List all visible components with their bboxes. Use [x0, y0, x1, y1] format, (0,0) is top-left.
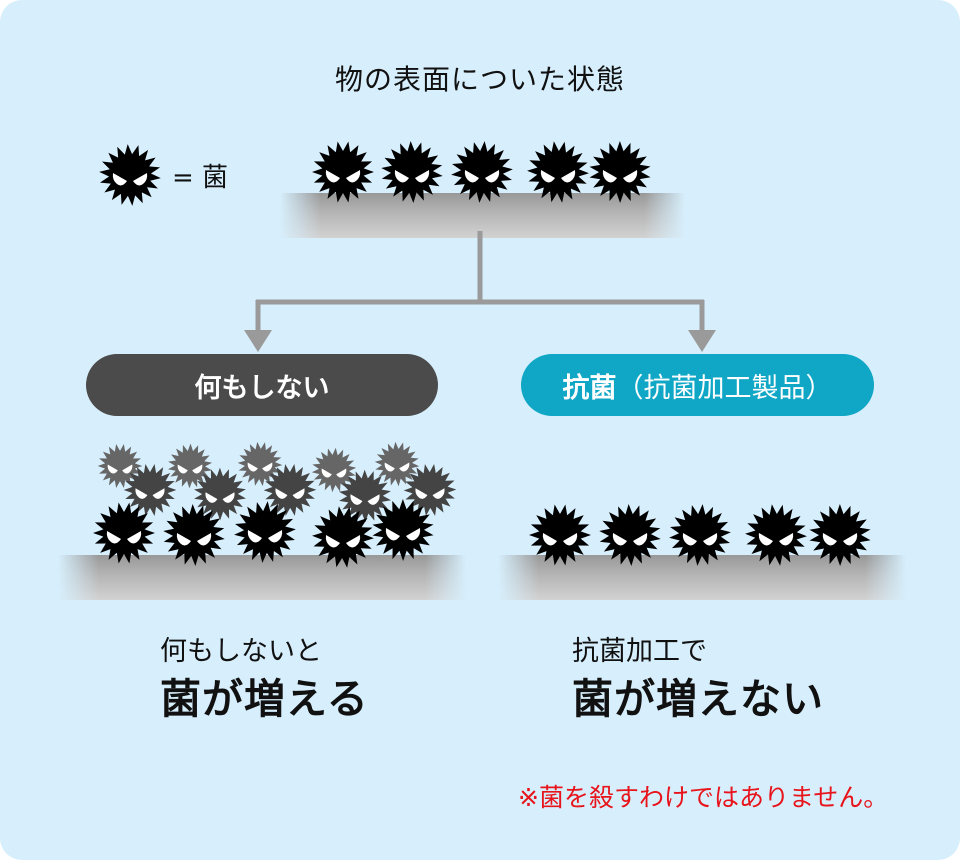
arrow-right-head-icon [688, 330, 716, 352]
bacteria-icon [93, 502, 155, 564]
antibacterial-bold-text: 抗菌 [562, 372, 617, 404]
untreated-surface [58, 555, 466, 600]
antibacterial-sub-text: （抗菌加工製品） [616, 372, 833, 404]
bacteria-icon [338, 469, 392, 523]
untreated-result: 何もしないと 菌が増える [160, 632, 369, 726]
antibacterial-surface [498, 555, 906, 600]
antibacterial-result-main: 菌が増えない [572, 675, 824, 723]
branch-arrows [255, 231, 705, 332]
bacteria-icon [599, 504, 661, 566]
antibacterial-result: 抗菌加工で 菌が増えない [572, 632, 824, 726]
bacteria-icon [312, 506, 374, 568]
bacteria-icon [163, 504, 225, 566]
bacteria-icon [167, 443, 213, 489]
bacteria-icon [745, 504, 807, 566]
legend: = 菌 [98, 143, 228, 207]
bacteria-icon [312, 141, 374, 203]
bacteria-icon [374, 441, 420, 487]
bacteria-icon [263, 464, 317, 516]
diagram-title: 物の表面についた状態 [334, 63, 625, 96]
untreated-middle-row [123, 463, 457, 523]
untreated-result-main: 菌が増える [160, 675, 369, 723]
bacteria-icon [451, 141, 513, 203]
legend-label: = 菌 [172, 162, 229, 193]
bacteria-icon [527, 141, 589, 203]
no-treatment-text: 何もしない [194, 372, 330, 404]
antibacterial-row [529, 504, 871, 566]
bacteria-icon [234, 501, 296, 563]
disclaimer-note: ※菌を殺すわけではありません。 [518, 783, 889, 812]
bacteria-icon [403, 463, 457, 517]
no-treatment-label: 何もしない [86, 354, 438, 416]
bacteria-icon [809, 504, 871, 566]
bacteria-icon [194, 467, 246, 521]
arrow-left-head-icon [244, 330, 272, 352]
bacteria-icon [589, 141, 651, 203]
bacteria-icon [99, 144, 161, 206]
bacteria-icon [97, 444, 143, 488]
bacteria-icon [123, 464, 177, 516]
bacteria-icon [372, 499, 434, 561]
antibacterial-result-sub: 抗菌加工で [572, 636, 707, 667]
bacteria-icon [669, 504, 731, 566]
bacteria-icon [381, 141, 443, 203]
untreated-result-sub: 何もしないと [160, 636, 322, 667]
bacteria-icon [311, 447, 357, 493]
antibacterial-label: 抗菌（抗菌加工製品） [521, 354, 874, 416]
bacteria-icon [529, 504, 591, 566]
untreated-front-row [93, 499, 434, 568]
bacteria-icon [99, 144, 161, 206]
